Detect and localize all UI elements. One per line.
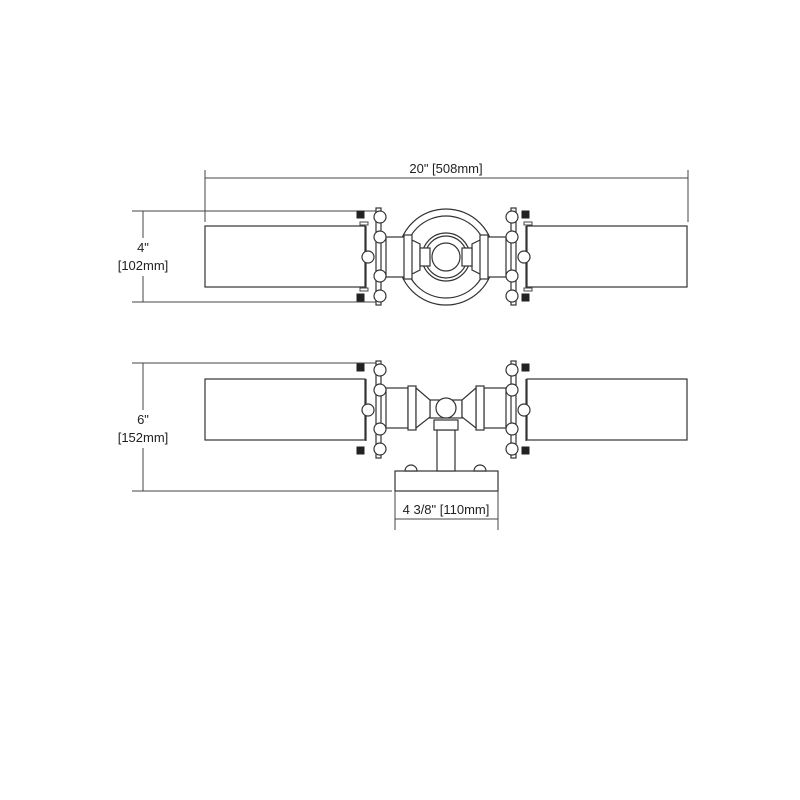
top-view <box>204 207 688 306</box>
top-height-label: 4" <box>137 240 149 255</box>
left-holder-side <box>356 360 387 459</box>
backplate-width-dimension: 4 3/8" [110mm] <box>394 491 499 530</box>
right-holder-side <box>505 360 531 459</box>
top-height-mm-label: [102mm] <box>118 258 169 273</box>
width-label: 20" [508mm] <box>409 161 482 176</box>
backplate-width-label: 4 3/8" [110mm] <box>403 502 490 517</box>
side-view <box>204 360 688 492</box>
width-dimension: 20" [508mm] <box>204 161 689 222</box>
top-height-dimension: 4" [102mm] <box>110 210 378 303</box>
side-height-dimension: 6" [152mm] <box>108 362 392 492</box>
side-height-label: 6" <box>137 412 149 427</box>
left-holder <box>356 207 387 306</box>
side-height-mm-label: [152mm] <box>118 430 169 445</box>
right-holder <box>505 207 533 306</box>
